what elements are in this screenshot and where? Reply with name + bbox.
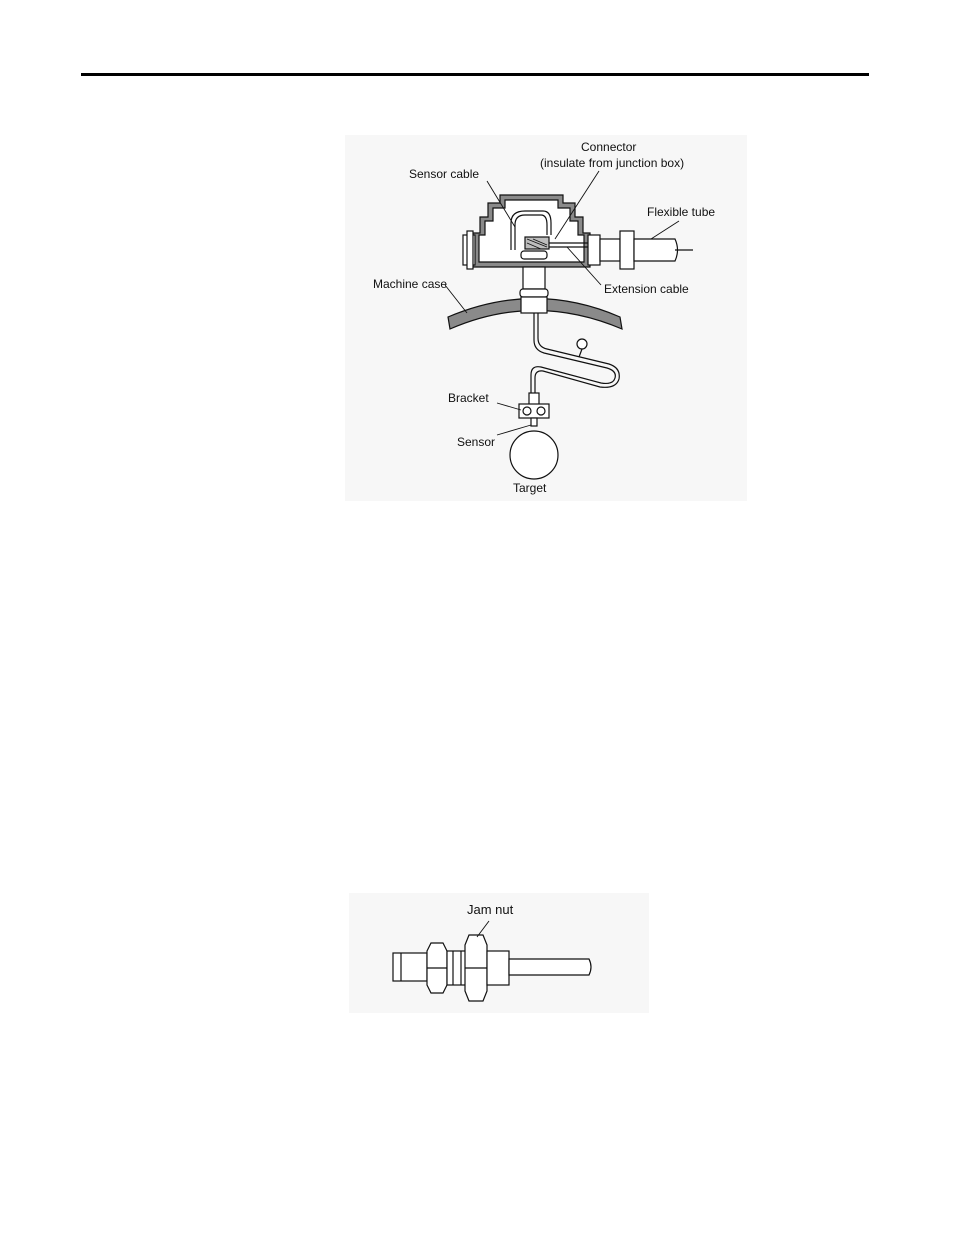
target-label: Target	[513, 482, 546, 494]
cable-eyelet	[577, 339, 587, 349]
jam-nut-label: Jam nut	[467, 903, 513, 916]
sensor-installation-diagram: Connector (insulate from junction box) S…	[345, 135, 747, 501]
flexible-tube	[634, 239, 678, 261]
sensor-connector-end	[393, 953, 427, 981]
sensor-cable-label: Sensor cable	[409, 168, 479, 180]
installation-drawing	[345, 135, 747, 501]
threaded-body	[447, 951, 467, 985]
connector-note-label: (insulate from junction box)	[540, 157, 684, 169]
jam-nut-diagram: Jam nut	[349, 893, 649, 1013]
bracket-label: Bracket	[448, 392, 489, 404]
right-gland	[588, 235, 600, 265]
header-rule	[81, 73, 869, 76]
target-shaft	[510, 431, 558, 479]
connector-label: Connector	[581, 141, 636, 153]
probe-cable	[531, 313, 615, 393]
machine-case-label: Machine case	[373, 278, 447, 290]
extension-cable-label: Extension cable	[604, 283, 689, 295]
sensor-label: Sensor	[457, 436, 495, 448]
sensor-cable-tail	[509, 959, 591, 975]
mounting-adapter	[523, 267, 545, 289]
flexible-tube-label: Flexible tube	[647, 206, 715, 218]
